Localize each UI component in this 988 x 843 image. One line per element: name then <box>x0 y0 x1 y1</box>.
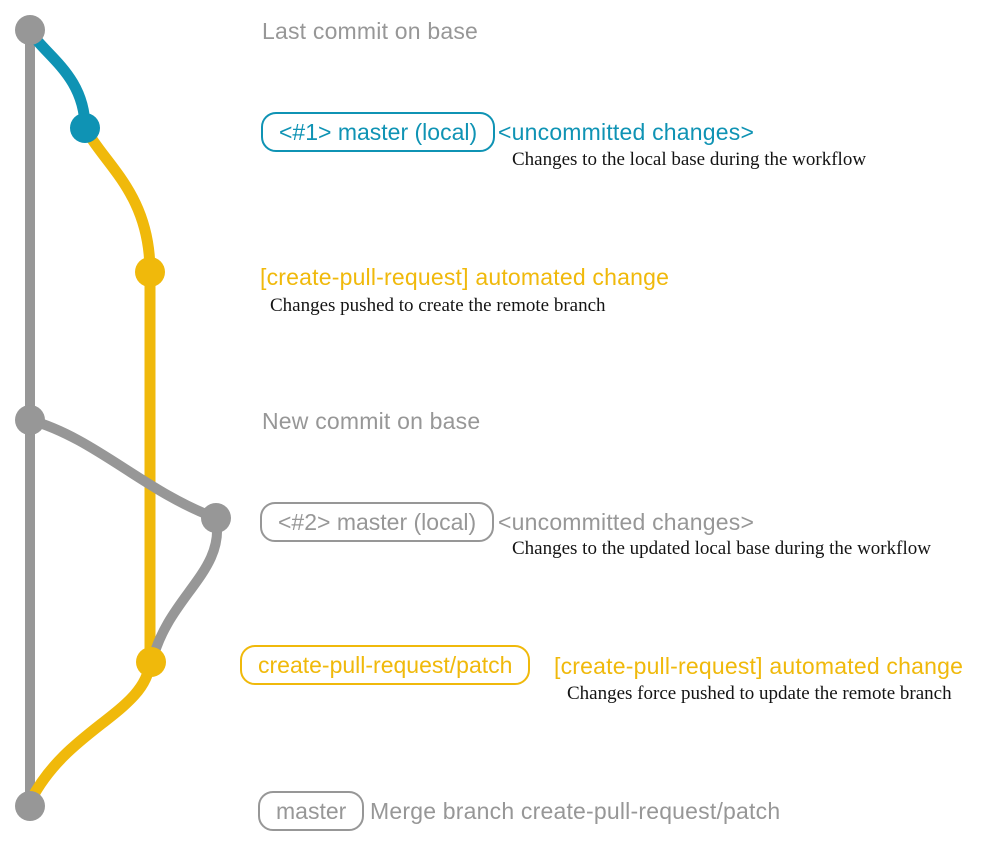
automated-change-1-label: [create-pull-request] automated change <box>260 264 670 290</box>
local-branch-curve-1 <box>24 24 91 134</box>
automated-change-2-label: [create-pull-request] automated change <box>554 653 964 679</box>
patch-branch-badge: create-pull-request/patch <box>240 645 531 685</box>
uncommitted-changes-2-label: <uncommitted changes> <box>498 509 755 535</box>
commit-dot-merge <box>15 791 45 821</box>
master1-branch-badge: <#1> master (local) <box>261 112 496 152</box>
commit-dot-patch1 <box>135 257 165 287</box>
commit-dot-new-base <box>15 405 45 435</box>
master2-branch-badge: <#2> master (local) <box>260 502 495 542</box>
commit-dot-master1 <box>70 113 100 143</box>
patch-branch-line <box>79 122 156 668</box>
automated-change-1-desc: Changes pushed to create the remote bran… <box>270 295 606 316</box>
last-commit-on-base-label: Last commit on base <box>262 18 479 44</box>
force-push-curve <box>147 513 223 667</box>
commit-dot-last-base <box>15 15 45 45</box>
uncommitted-changes-2-desc: Changes to the updated local base during… <box>512 538 931 559</box>
automated-change-2-desc: Changes force pushed to update the remot… <box>567 683 952 704</box>
merge-branch-label: Merge branch create-pull-request/patch <box>370 798 781 824</box>
uncommitted-changes-1-label: <uncommitted changes> <box>498 119 755 145</box>
uncommitted-changes-1-desc: Changes to the local base during the wor… <box>512 149 867 170</box>
commit-dot-master2 <box>201 503 231 533</box>
master-branch-badge: master <box>258 791 365 831</box>
patch-merge-curve <box>25 656 156 806</box>
local-branch-curve-2 <box>25 415 221 523</box>
new-commit-on-base-label: New commit on base <box>262 408 481 434</box>
commit-dot-patch2 <box>136 647 166 677</box>
